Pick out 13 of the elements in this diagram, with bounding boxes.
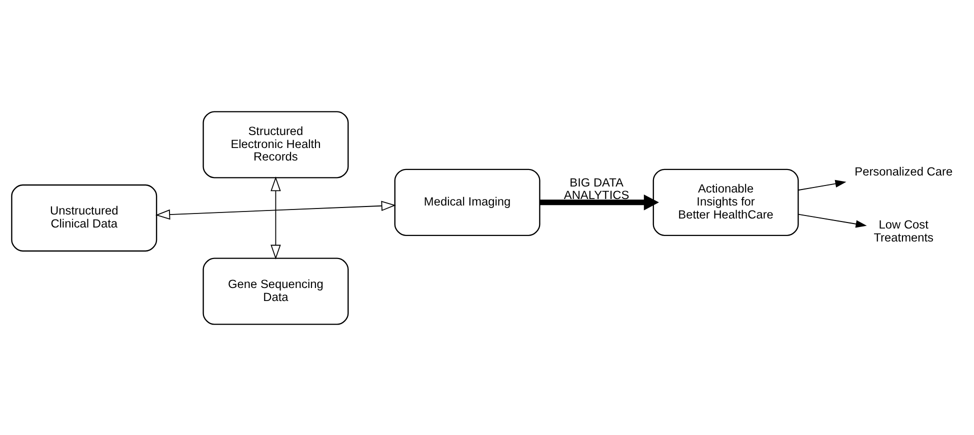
arrow [540, 194, 659, 210]
arrow [798, 179, 846, 190]
node-box: Unstructured Clinical Data [11, 184, 158, 252]
node-box: Actionable Insights for Better HealthCare [652, 168, 799, 236]
arrow [270, 176, 281, 259]
node-text: Personalized Care [854, 164, 953, 178]
node-box: Gene Sequencing Data [202, 257, 349, 324]
node-text: Low Cost Treatments [874, 216, 934, 244]
node-box: Medical Imaging [394, 168, 540, 236]
arrow [155, 200, 396, 220]
edge-label: BIG DATA ANALYTICS [564, 174, 630, 202]
arrow [798, 213, 867, 228]
node-box: Structured Electronic Health Records [202, 110, 349, 178]
